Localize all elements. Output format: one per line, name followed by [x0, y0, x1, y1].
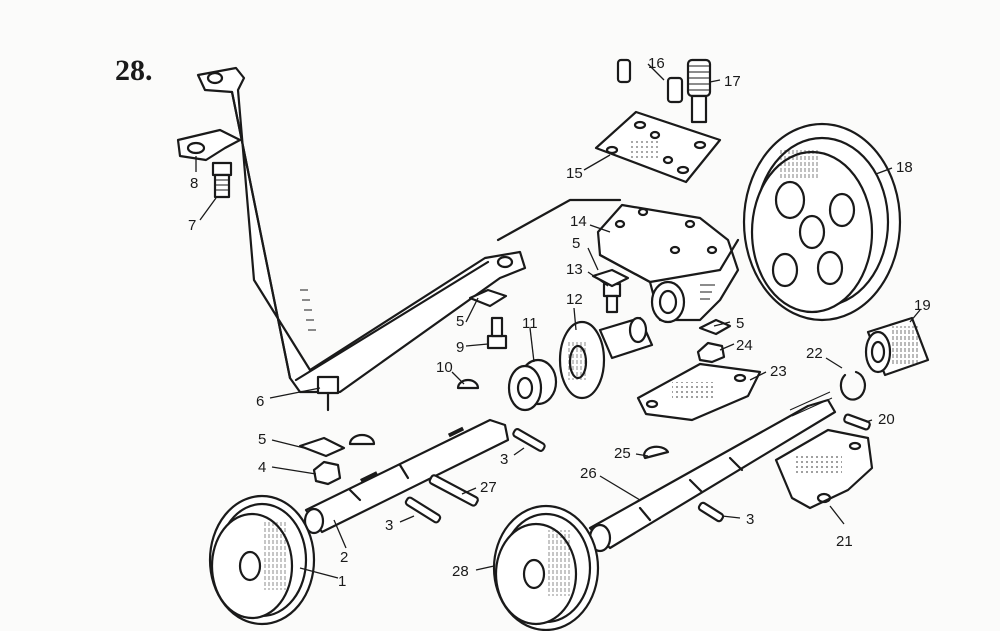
- part-5-washer-right: [698, 318, 732, 336]
- part-27-pin: [428, 474, 479, 507]
- callout-15: 15: [566, 165, 583, 182]
- part-6-bracket: [196, 66, 622, 412]
- callout-3b: 3: [385, 517, 393, 534]
- callout-18: 18: [896, 159, 913, 176]
- part-3-pin-b: [404, 496, 442, 524]
- callout-8: 8: [190, 175, 198, 192]
- callout-10: 10: [436, 359, 453, 376]
- part-1-gear: [208, 494, 316, 626]
- callout-3a: 3: [500, 451, 508, 468]
- callout-24: 24: [736, 337, 753, 354]
- callout-14: 14: [570, 213, 587, 230]
- part-12-rotor: [558, 316, 654, 400]
- part-26-shaft: [588, 391, 837, 553]
- callout-26: 26: [580, 465, 597, 482]
- callout-labels: 1 2 3 3 3 4 5 5 5 5 6 7 8 9 10 11 12 13 …: [188, 55, 931, 590]
- part-5-washer-upper: [591, 268, 630, 288]
- part-16-pins: [616, 58, 684, 104]
- part-21-plate: [774, 428, 874, 510]
- part-5-washer-lower: [298, 436, 346, 458]
- callout-5d: 5: [736, 315, 744, 332]
- part-3-pin-a: [512, 428, 546, 452]
- part-11-collar: [507, 358, 558, 412]
- part-22-circlip: [839, 370, 867, 401]
- part-18-large-gear: [742, 122, 902, 322]
- callout-22: 22: [806, 345, 823, 362]
- callout-1: 1: [338, 573, 346, 590]
- part-2-shaft: [303, 418, 510, 535]
- callout-3c: 3: [746, 511, 754, 528]
- callout-2: 2: [340, 549, 348, 566]
- callout-28: 28: [452, 563, 469, 580]
- leader-lines: [195, 63, 921, 579]
- callout-25: 25: [614, 445, 631, 462]
- callout-7: 7: [188, 217, 196, 234]
- callout-16: 16: [648, 55, 665, 72]
- part-15-plate: [594, 110, 722, 184]
- part-5-washer-mid: [468, 288, 508, 308]
- callout-5b: 5: [456, 313, 464, 330]
- callout-21: 21: [836, 533, 853, 550]
- callout-12: 12: [566, 291, 583, 308]
- part-24-nut: [696, 341, 726, 364]
- part-25-key: [643, 445, 670, 460]
- callout-5a: 5: [258, 431, 266, 448]
- callout-9: 9: [456, 339, 464, 356]
- part-28-gear: [492, 504, 600, 631]
- part-14-pump-housing: [596, 203, 740, 324]
- callout-5c: 5: [572, 235, 580, 252]
- callout-19: 19: [914, 297, 931, 314]
- part-19-bush: [864, 316, 930, 377]
- part-17-stud: [686, 58, 712, 124]
- part-13-bolt: [602, 282, 622, 314]
- part-3-pin-c: [697, 501, 725, 523]
- part-8-tab-washer: [176, 128, 242, 162]
- callout-11: 11: [522, 315, 538, 332]
- callout-23: 23: [770, 363, 787, 380]
- callout-13: 13: [566, 261, 583, 278]
- part-10-key: [456, 378, 480, 390]
- callout-27: 27: [480, 479, 497, 496]
- part-4-nut: [312, 460, 342, 486]
- part-7-bolt: [211, 161, 233, 199]
- callout-6: 6: [256, 393, 264, 410]
- callout-4: 4: [258, 459, 266, 476]
- figure-number: 28.: [115, 54, 153, 87]
- part-23-gasket: [636, 362, 762, 422]
- part-20-pin: [843, 413, 871, 431]
- callout-17: 17: [724, 73, 741, 90]
- key-lower-left: [348, 433, 376, 446]
- part-9-bolt: [486, 316, 508, 350]
- callout-20: 20: [878, 411, 895, 428]
